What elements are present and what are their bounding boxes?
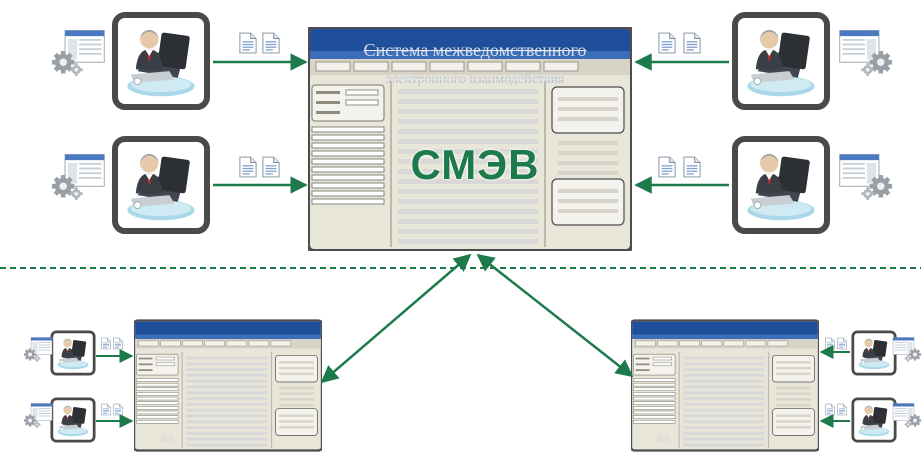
central-system-screen xyxy=(308,27,632,251)
operator-tile-mid-right xyxy=(735,139,827,231)
operator-tile-bottom-right-2 xyxy=(853,399,895,441)
operator-tile-top-left xyxy=(115,15,207,107)
service-icon-bottom-left-2 xyxy=(24,403,53,428)
operator-tile-mid-left xyxy=(115,139,207,231)
operator-tile-bottom-left-2 xyxy=(52,399,94,441)
service-icon-top-right xyxy=(839,30,892,76)
service-icon-bottom-left-1 xyxy=(24,337,53,362)
connectors-top xyxy=(213,53,729,194)
service-icon-bottom-right-1 xyxy=(892,337,921,362)
service-icon-bottom-right-2 xyxy=(892,403,921,428)
operator-tile-bottom-right-1 xyxy=(853,332,895,374)
service-icon-top-left xyxy=(52,30,105,76)
regional-right-label: вз xyxy=(656,430,670,446)
operator-tile-top-right xyxy=(735,15,827,107)
operator-tile-bottom-left-1 xyxy=(52,332,94,374)
central-system-subtitle: электронного взаимодействия xyxy=(385,72,565,87)
connectors-bottom xyxy=(96,345,850,428)
central-system-title: Система межведомственного xyxy=(363,40,587,60)
service-icon-mid-left xyxy=(52,154,105,200)
service-icon-mid-right xyxy=(839,154,892,200)
smev-label: СМЭВ xyxy=(410,141,540,188)
connectors-regional xyxy=(320,253,634,384)
regional-left-label: вз xyxy=(160,430,174,446)
